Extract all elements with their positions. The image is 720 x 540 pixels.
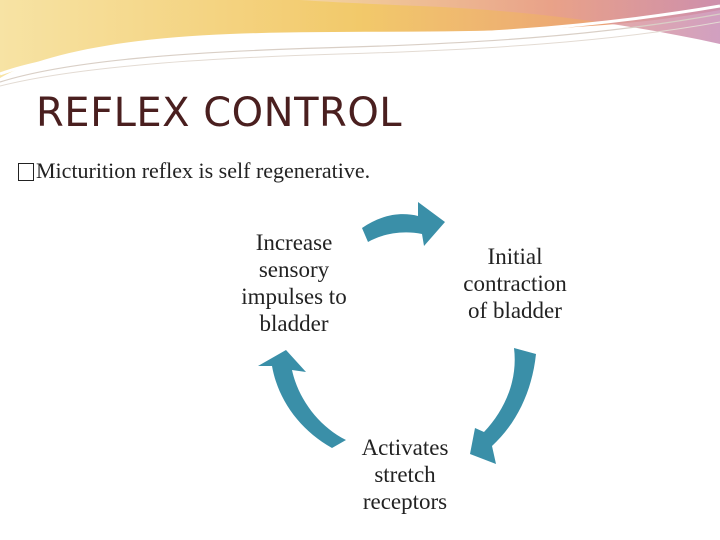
bullet-text: Micturition reflex is self regenerative. [36,158,371,183]
cycle-node-sensory-impulses: Increase sensory impulses to bladder [224,229,364,337]
slide-title: REFLEX CONTROL [36,90,403,136]
cycle-node-initial-contraction: Initial contraction of bladder [440,243,590,324]
node-line: impulses to [241,284,347,309]
arrow-left-icon [258,350,346,448]
node-line: of bladder [468,298,562,323]
node-line: bladder [259,311,329,336]
cycle-node-stretch-receptors: Activates stretch receptors [340,434,470,515]
node-line: receptors [362,489,448,514]
node-line: Initial [487,244,543,269]
node-line: sensory [258,257,330,282]
node-line: contraction [463,271,567,296]
arrow-top-icon [362,202,445,246]
arrow-right-icon [470,348,536,464]
node-line: stretch [374,462,436,487]
header-swoosh-decoration [0,0,720,87]
bullet-item: Micturition reflex is self regenerative. [18,158,370,184]
bullet-box-icon [18,163,34,181]
node-line: Increase [255,230,333,255]
node-line: Activates [361,435,449,460]
